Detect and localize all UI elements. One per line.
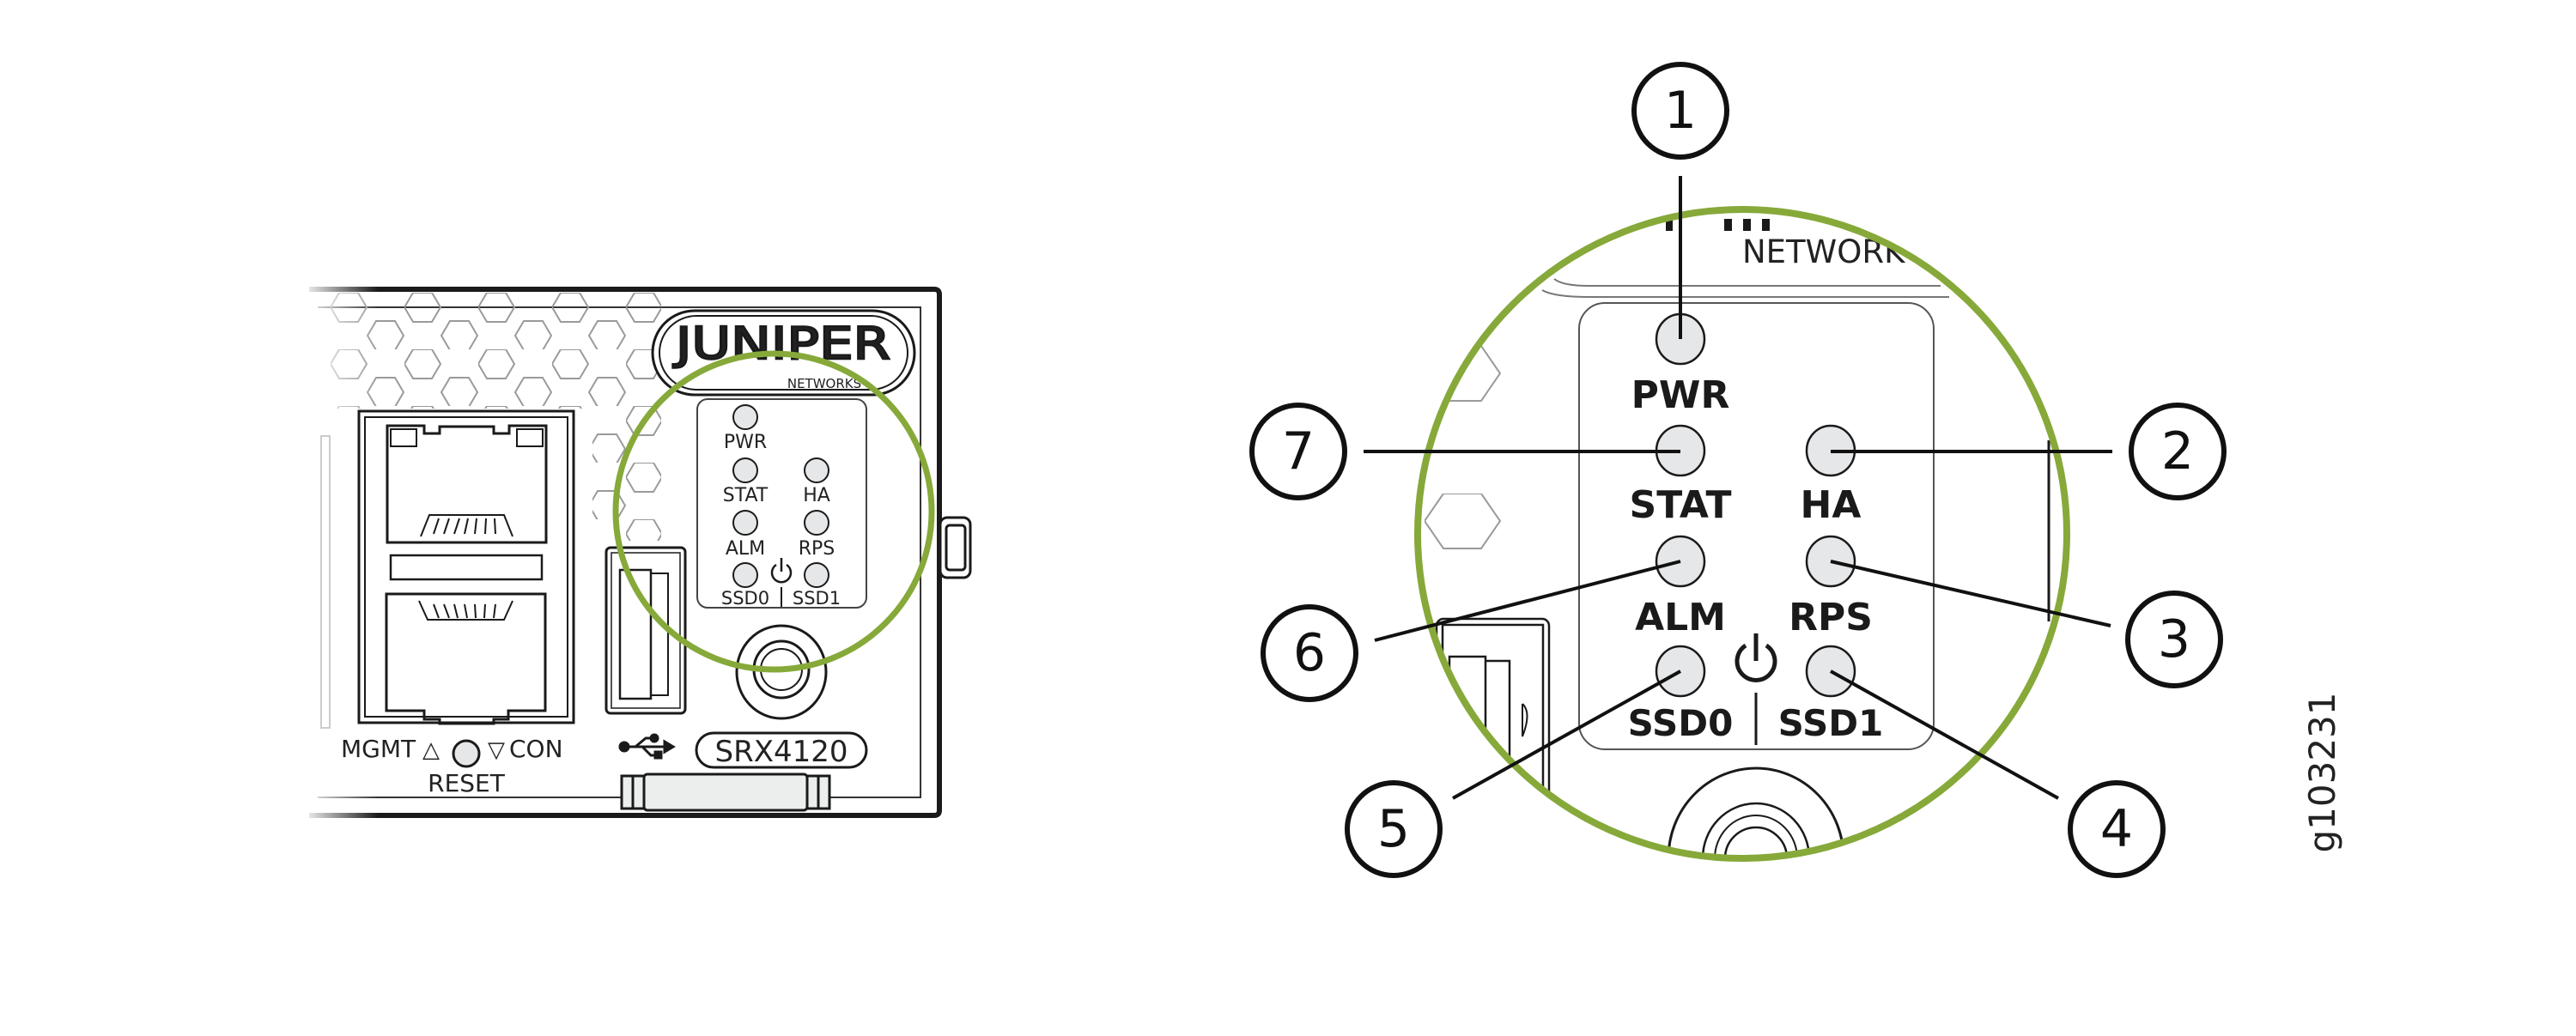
thumbscrew xyxy=(939,516,972,579)
highlight-circle xyxy=(612,350,935,673)
vent-hex-pattern xyxy=(592,403,661,541)
callout-number: 4 xyxy=(2100,799,2133,859)
logo-fragment xyxy=(1666,219,1770,231)
model-badge xyxy=(695,731,868,769)
detail-highlight-circle xyxy=(1414,206,2070,862)
mgmt-label: MGMT xyxy=(341,735,416,763)
led-panel xyxy=(696,398,867,609)
callout-6: 6 xyxy=(1261,604,1358,702)
callout-number: 5 xyxy=(1377,799,1410,859)
led-label-ssd0-detail: SSD0 xyxy=(1628,702,1734,744)
mgmt-port xyxy=(386,424,548,544)
callout-5: 5 xyxy=(1345,780,1443,878)
led-label-ssd0: SSD0 xyxy=(721,588,769,609)
model-label: SRX4120 xyxy=(714,735,848,769)
led-label-alm: ALM xyxy=(726,538,765,560)
led-label-ssd1: SSD1 xyxy=(793,588,841,609)
led-label-alm-detail: ALM xyxy=(1635,596,1726,639)
led-label-pwr: PWR xyxy=(724,432,767,453)
callout-number: 6 xyxy=(1293,623,1326,683)
led-alm xyxy=(732,510,758,536)
device-front-panel: JUNIPER NETWORKS PWR STAT HA ALM RPS SSD… xyxy=(301,283,972,824)
figure-id: g103231 xyxy=(2301,693,2343,853)
led-rps xyxy=(804,510,829,536)
leader-4 xyxy=(1830,669,2059,800)
callout-number: 7 xyxy=(1282,421,1315,482)
juniper-logo: JUNIPER xyxy=(672,318,890,370)
power-icon xyxy=(1735,633,1777,682)
callout-number: 3 xyxy=(2158,609,2190,669)
coax-connector-fragment xyxy=(1667,766,1845,858)
vent-hex-pattern xyxy=(331,293,661,409)
leader-6 xyxy=(1374,560,1681,642)
reset-label: RESET xyxy=(428,769,506,797)
leader-5 xyxy=(1452,669,1681,800)
led-pwr xyxy=(732,404,758,430)
callout-leaders xyxy=(1364,176,2112,800)
led-label-stat-detail: STAT xyxy=(1630,483,1732,527)
led-ssd0 xyxy=(732,562,758,588)
led-detail-view: NETWORK PWR STAT HA ALM xyxy=(1249,62,2227,878)
left-edge-bracket xyxy=(320,435,331,729)
leader-3 xyxy=(1830,560,2111,627)
rj45-pins xyxy=(433,518,496,619)
callout-3: 3 xyxy=(2125,591,2223,688)
led-label-stat: STAT xyxy=(723,485,769,506)
usb-icon xyxy=(618,733,676,760)
port-label-strip xyxy=(389,554,544,581)
callout-7: 7 xyxy=(1249,403,1347,500)
led-label-ssd1-detail: SSD1 xyxy=(1778,702,1884,744)
usb-port-fragment xyxy=(1435,617,1551,844)
console-port xyxy=(385,592,547,725)
callout-1: 1 xyxy=(1631,62,1729,160)
led-ha xyxy=(804,457,829,483)
led-label-rps-detail: RPS xyxy=(1789,596,1873,639)
led-label-pwr-detail: PWR xyxy=(1631,373,1730,417)
led-panel-detail xyxy=(1578,302,1935,750)
handle xyxy=(620,772,831,812)
mgmt-arrow: △ xyxy=(422,737,440,763)
con-arrow: ▽ xyxy=(488,737,505,763)
usb-port xyxy=(605,546,687,715)
con-label: CON xyxy=(509,735,563,763)
callout-2: 2 xyxy=(2129,403,2227,500)
led-label-ha: HA xyxy=(803,485,830,506)
led-ssd1 xyxy=(804,562,829,588)
rj45-port-block xyxy=(357,409,575,725)
led-label-rps: RPS xyxy=(799,538,835,560)
callout-number: 2 xyxy=(2161,421,2194,482)
led-label-ha-detail: HA xyxy=(1801,483,1862,527)
power-icon xyxy=(770,558,793,584)
reset-button xyxy=(452,739,481,768)
juniper-logo-sub: NETWORKS xyxy=(787,376,861,391)
callout-number: 1 xyxy=(1664,81,1697,141)
callout-4: 4 xyxy=(2068,780,2166,878)
led-stat xyxy=(732,457,758,483)
